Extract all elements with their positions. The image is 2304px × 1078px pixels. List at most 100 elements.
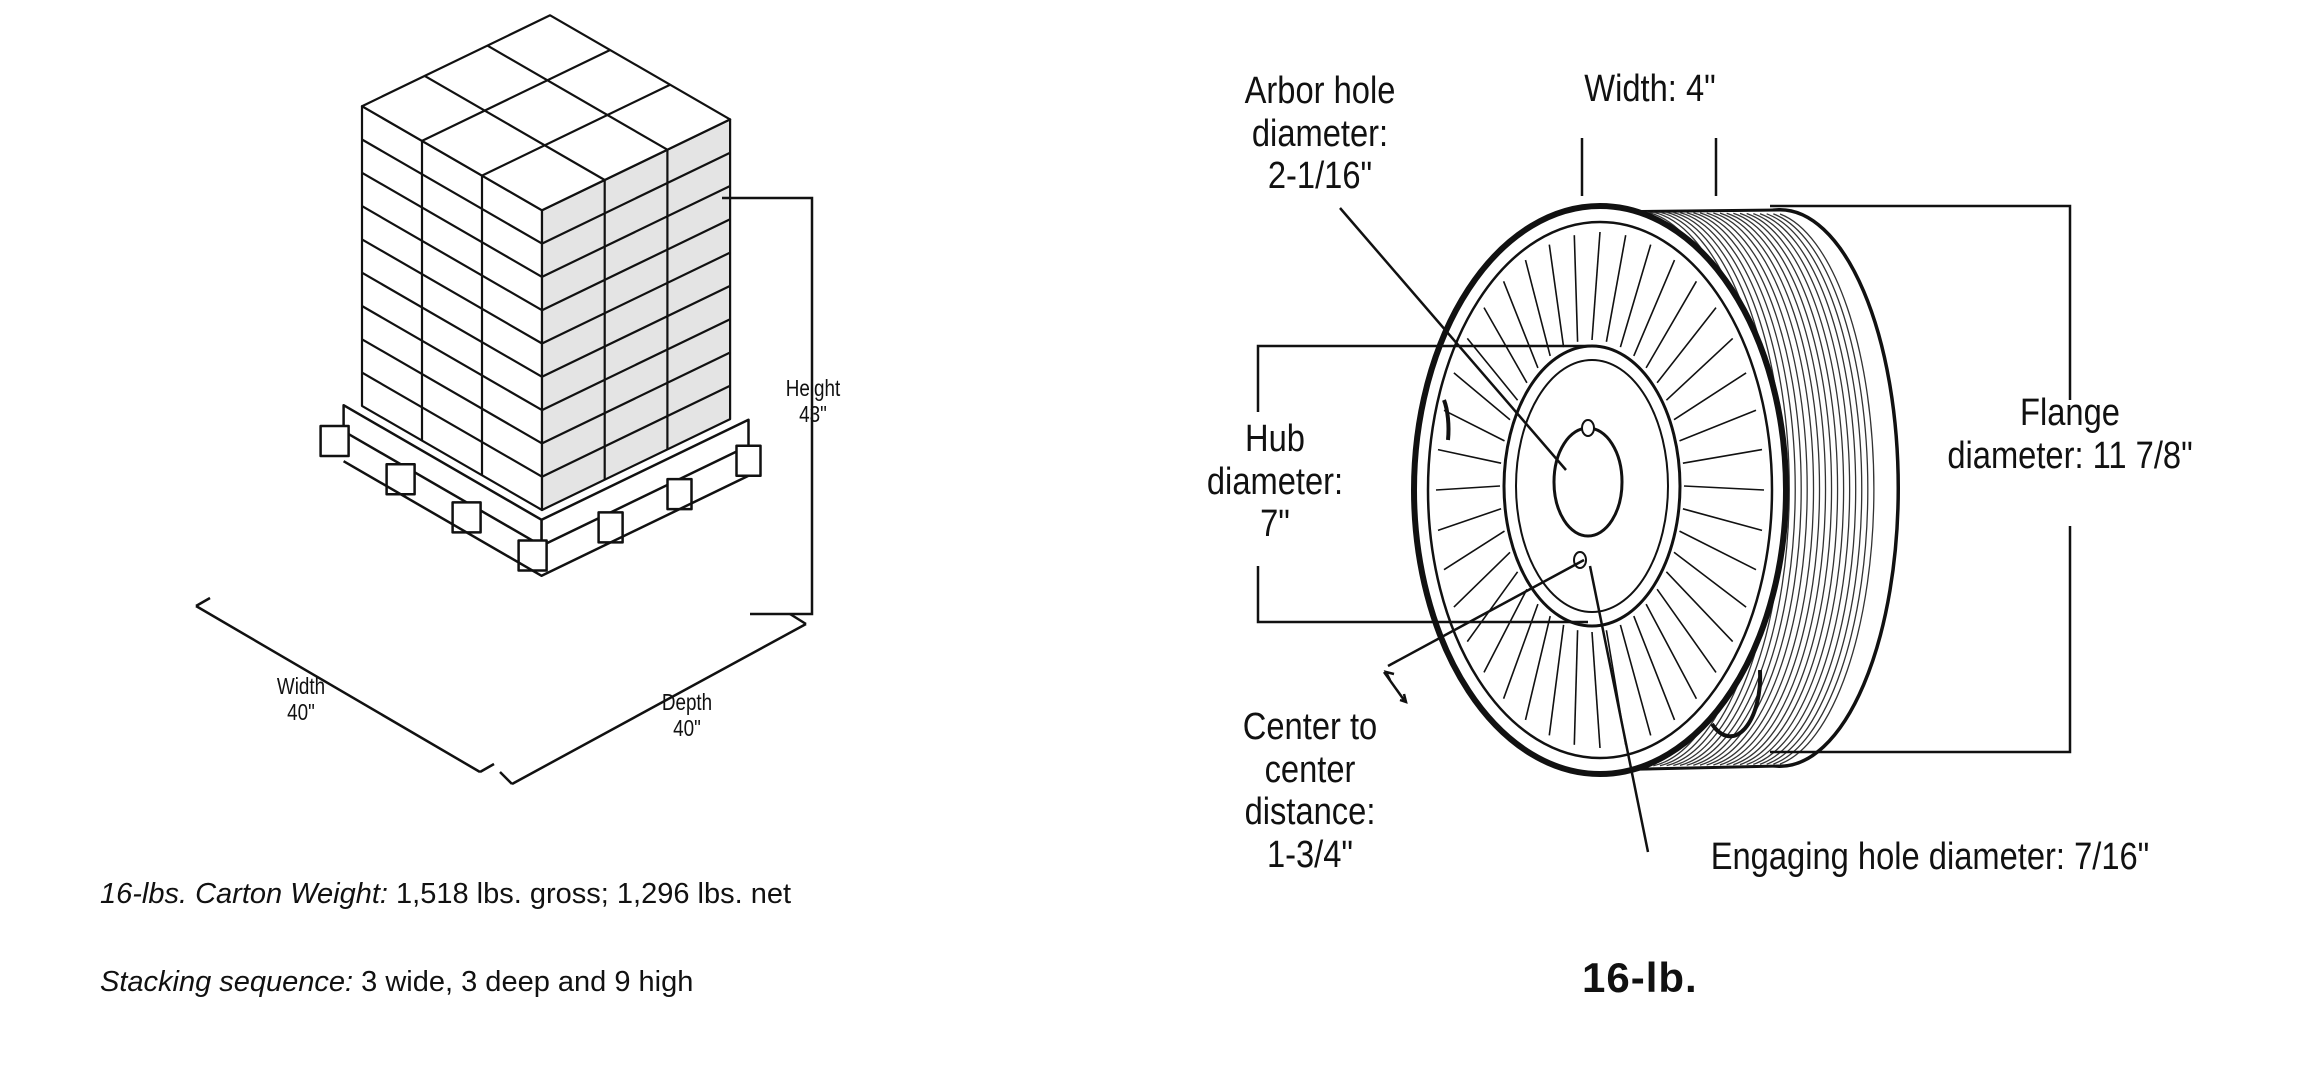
hub-label-line3: 7"	[1260, 503, 1290, 546]
engaging-leader	[1588, 565, 1650, 853]
wire-winding	[1686, 212, 1790, 766]
flange-slot	[1442, 399, 1451, 441]
center-label-line3: distance:	[1244, 791, 1376, 834]
stacking-sequence-value: 3 wide, 3 deep and 9 high	[353, 966, 694, 998]
pallet-diagram	[195, 14, 814, 786]
flange-spoke	[1573, 630, 1579, 745]
flange-spoke	[1453, 372, 1511, 421]
carton-layer-edge	[361, 138, 731, 245]
width-value: 40"	[287, 698, 315, 725]
carton-weight-label: 16-lbs. Carton Weight:	[100, 878, 388, 910]
flange-spokes	[1435, 231, 1765, 749]
carton-layer-edge	[361, 338, 731, 445]
center-arrow-head	[1383, 670, 1395, 681]
flange-spoke	[1524, 259, 1551, 357]
carton-weight-value: 1,518 lbs. gross; 1,296 lbs. net	[388, 878, 792, 910]
flange-spoke	[1591, 631, 1601, 749]
spool-caption: 16-lb.	[1582, 954, 1698, 1001]
engaging-label-text: Engaging hole diameter: 7/16"	[1710, 836, 2150, 878]
depth-label-text: Depth	[661, 689, 713, 715]
wire-winding	[1733, 212, 1833, 766]
flange-spoke	[1502, 281, 1539, 369]
hub-label-line1: Hub	[1245, 418, 1305, 460]
center-label-line1: Center to	[1242, 706, 1378, 748]
hub-label-line2: diameter:	[1206, 460, 1344, 503]
flange-spoke	[1665, 337, 1734, 401]
carton-edge	[421, 49, 611, 142]
center-label-line2: center	[1264, 748, 1356, 791]
center-arrow-head	[1399, 693, 1408, 704]
flange-spoke	[1483, 588, 1528, 673]
carton-layer-edge	[361, 371, 731, 478]
flange-diameter-label: Flange diameter: 11 7/8"	[1924, 392, 2216, 477]
engaging-hole	[1581, 419, 1595, 437]
wire-winding	[1713, 212, 1815, 766]
flange-spoke	[1548, 244, 1565, 348]
depth-dimension-line	[511, 622, 807, 786]
flange-spoke	[1679, 409, 1757, 442]
flange-spoke	[1443, 409, 1505, 442]
flange-dimension-top	[1770, 204, 2072, 400]
wire-winding	[1773, 213, 1869, 765]
wire-winding	[1706, 212, 1808, 766]
wire-winding	[1746, 212, 1845, 766]
height-value: 43"	[799, 400, 827, 427]
carton-edge	[486, 44, 668, 151]
flange-spoke	[1502, 603, 1539, 699]
width-label-text: Width	[276, 673, 326, 699]
center-label-line4: 1-3/4"	[1266, 833, 1354, 876]
flange-spoke	[1524, 615, 1551, 721]
hub-dimension-bottom	[1256, 566, 1588, 624]
wire-winding	[1779, 213, 1875, 765]
wire-winding	[1739, 212, 1839, 766]
arbor-hole-label: Arbor hole diameter: 2-1/16"	[1208, 70, 1432, 198]
flange-spoke	[1437, 508, 1502, 532]
flange-spoke	[1656, 588, 1717, 673]
flange-spoke	[1645, 280, 1698, 369]
flange-spoke	[1673, 551, 1747, 608]
carton-weight-note: 16-lbs. Carton Weight: 1,518 lbs. gross;…	[100, 878, 791, 911]
pallet-runner-block	[735, 444, 762, 478]
stacking-sequence-label: Stacking sequence:	[100, 966, 354, 998]
depth-extension-line	[499, 771, 513, 785]
flange-spoke	[1656, 307, 1717, 384]
center-distance-label: Center to center distance: 1-3/4"	[1215, 706, 1404, 876]
hub-dimension-top	[1256, 344, 1590, 412]
flange-label-line1: Flange	[2020, 392, 2120, 434]
carton-edge	[424, 74, 606, 181]
spool-width-text: Width: 4"	[1584, 68, 1716, 110]
carton-layer-edge	[361, 238, 731, 345]
pallet-runner-block	[319, 424, 350, 458]
wire-winding	[1726, 212, 1827, 766]
spool-width-label: Width: 4"	[1555, 68, 1744, 111]
flange-dimension-bottom	[1770, 526, 2072, 754]
flange-spoke	[1437, 448, 1502, 464]
flange-spoke	[1619, 244, 1652, 348]
wire-winding	[1719, 212, 1821, 766]
flange-spoke	[1466, 571, 1519, 643]
flange-spoke	[1682, 448, 1763, 464]
height-dimension-line	[722, 196, 814, 616]
hub-diameter-label: Hub diameter: 7"	[1193, 418, 1356, 546]
depth-label: Depth 40"	[650, 689, 724, 742]
arbor-label-line3: 2-1/16"	[1267, 155, 1373, 198]
spool-dimension-lines	[1256, 138, 2072, 853]
flange-spoke	[1573, 235, 1579, 342]
flange-slot	[1710, 669, 1763, 739]
flange-spoke	[1679, 530, 1757, 571]
wire-winding	[1753, 212, 1851, 766]
depth-extension-line	[789, 612, 807, 626]
spool-body	[1411, 203, 1900, 777]
flange-spoke	[1548, 624, 1565, 736]
flange-spoke	[1466, 337, 1519, 401]
flange-spoke	[1605, 235, 1627, 342]
wire-winding	[1766, 213, 1863, 765]
hub-inner	[1515, 359, 1669, 613]
width-extension-line	[195, 596, 211, 608]
flange-spoke	[1633, 259, 1676, 357]
pallet-dimension-lines	[195, 196, 814, 786]
flange-spoke	[1633, 615, 1676, 721]
arbor-label-line1: Arbor hole	[1244, 70, 1396, 112]
flange-spoke	[1619, 624, 1652, 736]
height-label: Height 43"	[776, 375, 850, 428]
